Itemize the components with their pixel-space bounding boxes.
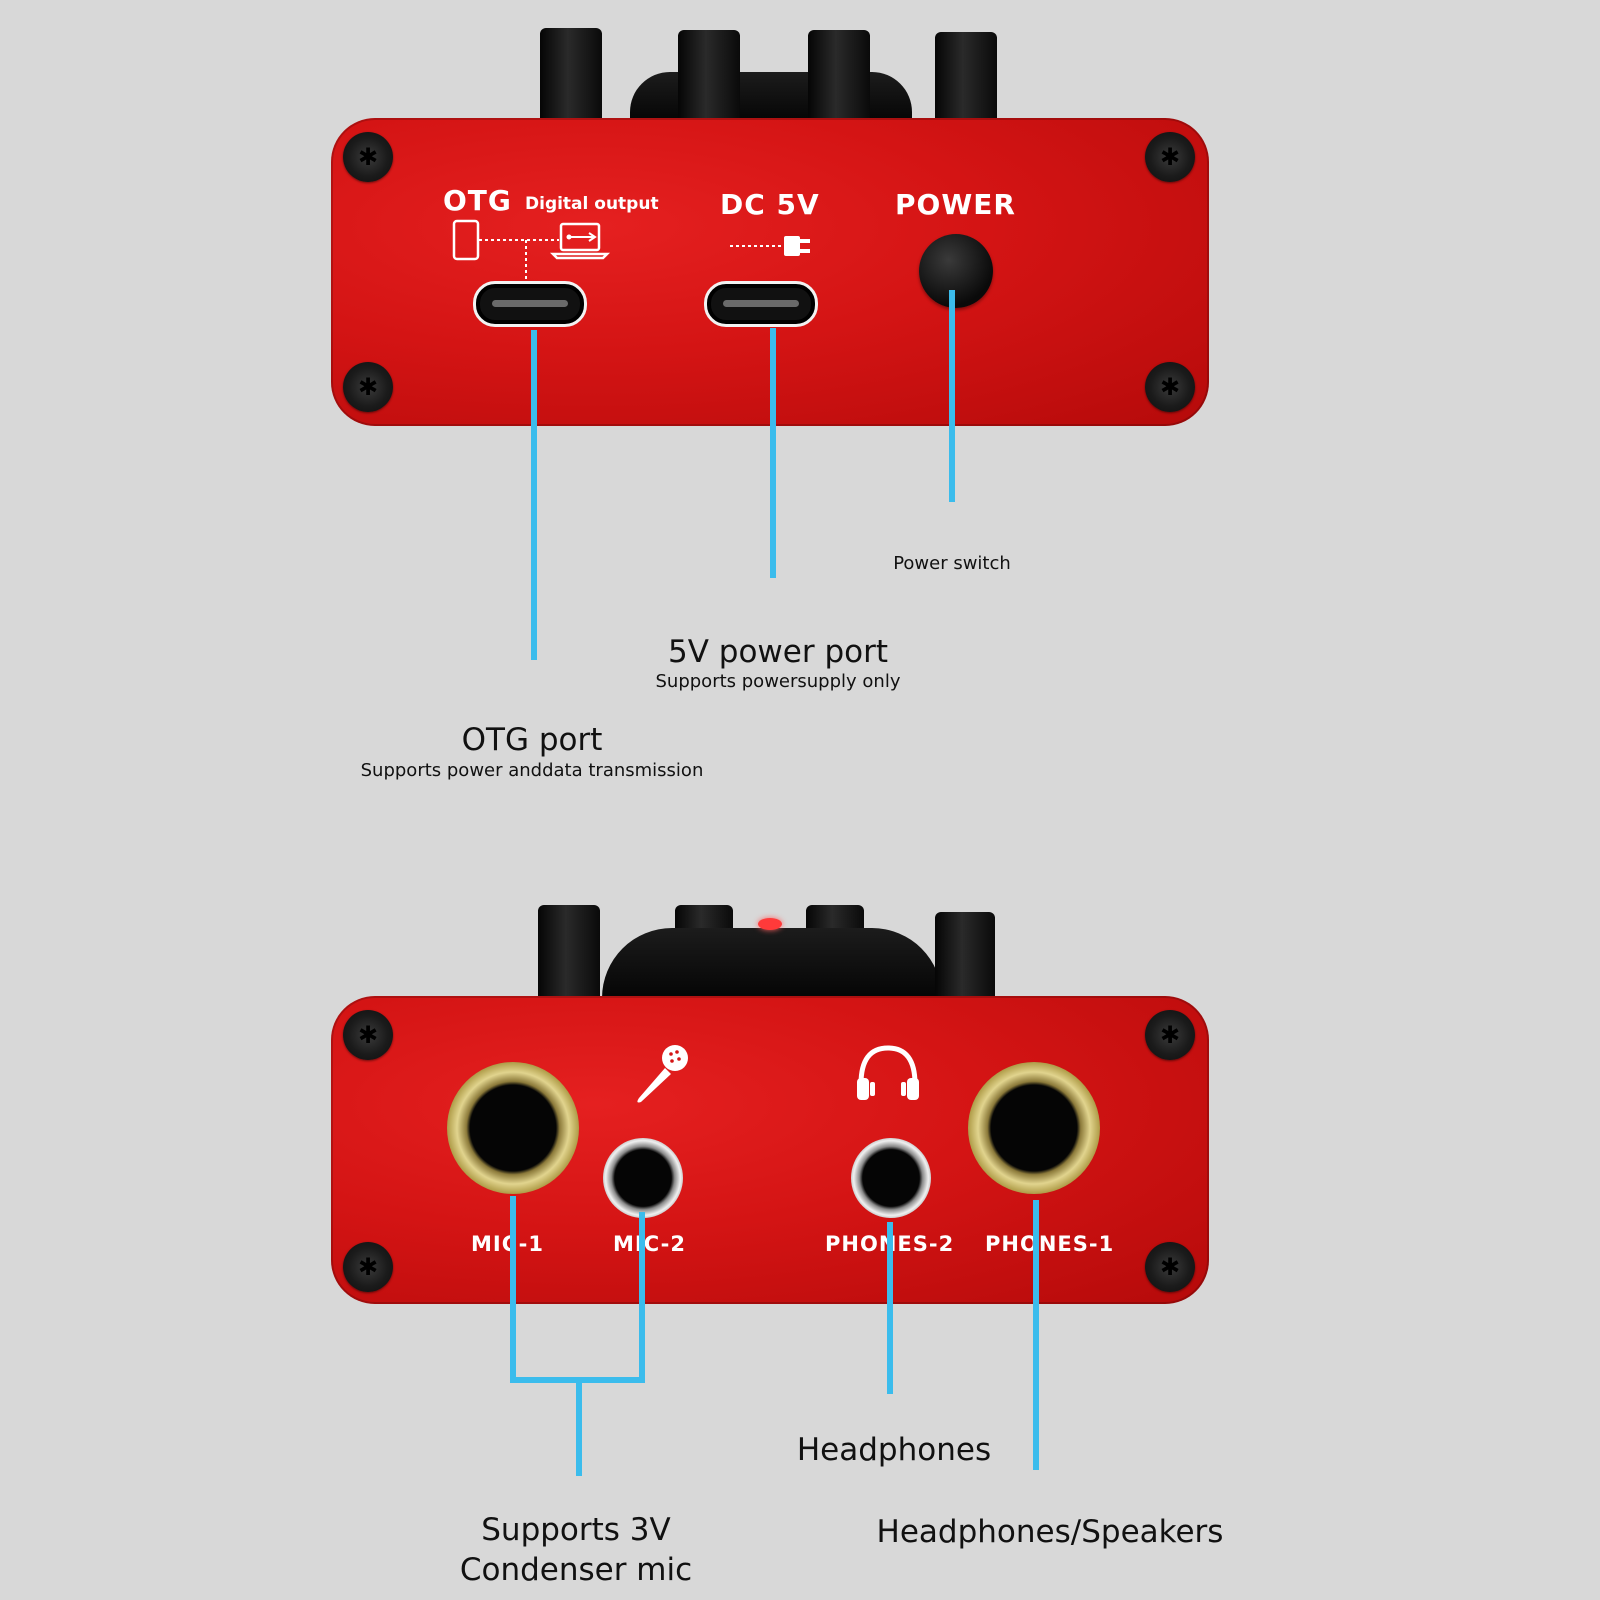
otg-usb-c-port[interactable] xyxy=(473,281,587,327)
dome xyxy=(602,928,942,998)
knob xyxy=(935,912,995,998)
screw-icon: ✱ xyxy=(343,1242,393,1292)
mic-leader-line xyxy=(510,1196,645,1383)
screw-icon: ✱ xyxy=(343,1010,393,1060)
mic-support-line-1: Supports 3V xyxy=(481,1512,671,1548)
knob xyxy=(538,905,600,997)
screw-icon: ✱ xyxy=(343,362,393,412)
knob xyxy=(808,30,870,122)
mic-2-label: MIC-2 xyxy=(613,1232,686,1256)
knob xyxy=(540,28,602,120)
headphones-speakers-caption: Headphones/Speakers xyxy=(876,1514,1224,1550)
screw-icon: ✱ xyxy=(1145,362,1195,412)
mic-support-line-2: Condenser mic xyxy=(459,1552,693,1588)
indicator-light xyxy=(758,918,782,930)
mic-1-jack[interactable] xyxy=(447,1062,579,1194)
screw-icon: ✱ xyxy=(1145,1242,1195,1292)
phone-icon xyxy=(452,219,480,261)
screw-icon: ✱ xyxy=(1145,132,1195,182)
otg-port-sub: Supports power anddata transmission xyxy=(360,760,704,781)
phones-1-label: PHONES-1 xyxy=(985,1232,1115,1256)
power-port-title: 5V power port xyxy=(668,634,888,670)
headphones-icon xyxy=(857,1045,919,1100)
phones-2-jack[interactable] xyxy=(851,1138,931,1218)
power-port-sub: Supports powersupply only xyxy=(655,671,901,692)
screw-icon: ✱ xyxy=(1145,1010,1195,1060)
phones-1-jack[interactable] xyxy=(968,1062,1100,1194)
dc-usb-c-port[interactable] xyxy=(704,281,818,327)
microphone-icon xyxy=(637,1045,688,1103)
dc-5v-label: DC 5V xyxy=(720,188,820,221)
mic-2-jack[interactable] xyxy=(603,1138,683,1218)
headphones-caption: Headphones xyxy=(796,1432,992,1468)
power-switch-caption: Power switch xyxy=(893,553,1011,574)
knob xyxy=(935,32,997,122)
otg-port-title: OTG port xyxy=(461,722,603,758)
otg-connection-icon xyxy=(452,219,611,284)
screw-icon: ✱ xyxy=(343,132,393,182)
otg-sublabel: Digital output xyxy=(525,194,659,214)
mic-1-label: MIC-1 xyxy=(471,1232,544,1256)
power-label: POWER xyxy=(895,188,1016,221)
laptop-usb-icon xyxy=(549,222,611,260)
knob xyxy=(678,30,740,122)
bottom-panel: ✱ ✱ ✱ ✱ MIC-1 MIC-2 PHON xyxy=(331,996,1209,1304)
power-button[interactable] xyxy=(919,234,993,308)
plug-icon xyxy=(730,236,810,256)
otg-label: OTG xyxy=(443,184,512,217)
